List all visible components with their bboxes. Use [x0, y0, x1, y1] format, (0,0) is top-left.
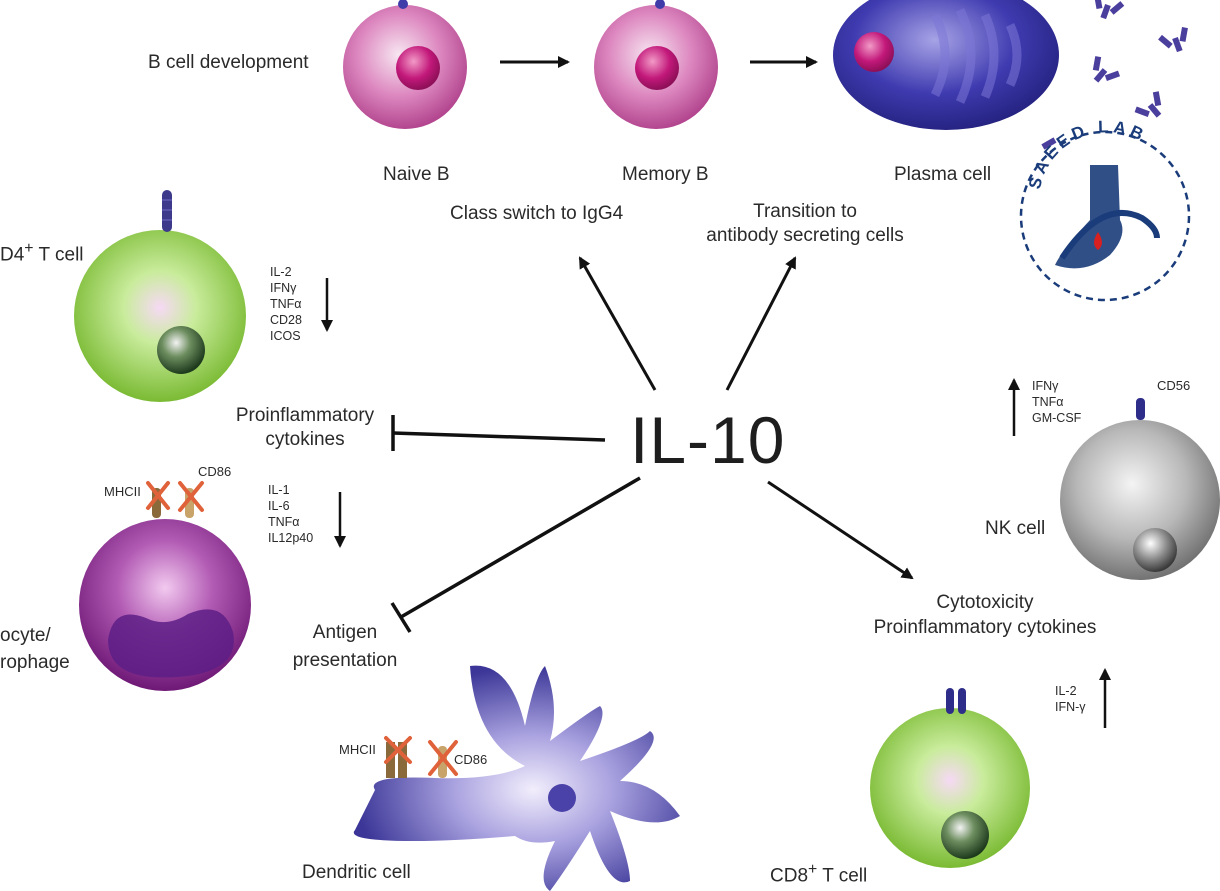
- nk-cytokine-item: GM-CSF: [1032, 411, 1082, 425]
- macrophage-cytokine-item: IL12p40: [268, 531, 314, 545]
- cd4-cytokine-item: IL-2: [270, 265, 292, 279]
- cd8-t-cell: [870, 688, 1030, 868]
- nk-cytokine-item: IFNγ: [1032, 379, 1059, 393]
- macrophage-label-line-1: ocyte/: [0, 625, 51, 646]
- proinflammatory-line-1: Proinflammatory: [235, 405, 375, 426]
- arrow-to-cytotoxicity: [767, 480, 914, 580]
- transition-line-1: Transition to: [753, 201, 857, 222]
- inhibit-antigen-presentation: [390, 476, 641, 633]
- dendritic-cell-label: Dendritic cell: [302, 862, 411, 883]
- arrow-to-transition: [725, 256, 797, 391]
- class-switch-label: Class switch to IgG4: [450, 203, 624, 224]
- il10-center-label: IL-10: [630, 403, 786, 477]
- memory-b-label: Memory B: [622, 164, 709, 185]
- naive-b-cell: [343, 0, 467, 129]
- antigen-line-2: presentation: [292, 650, 398, 671]
- proinflammatory-label: Proinflammatory cytokines: [225, 404, 385, 452]
- arrow-to-class-switch: [578, 256, 657, 391]
- plasma-cell: [833, 0, 1059, 130]
- cd4-label-suffix: T cell: [33, 244, 84, 266]
- nk-cell-label: NK cell: [985, 518, 1046, 539]
- transition-label: Transition to antibody secreting cells: [695, 200, 915, 248]
- cd4-cytokine-list: IL-2 IFNγ TNFα CD28 ICOS: [270, 264, 302, 344]
- macrophage-cytokine-item: IL-1: [268, 483, 290, 497]
- inhibit-proinflammatory: [391, 415, 606, 451]
- cd8-cytokine-list: IL-2 IFN-γ: [1055, 683, 1086, 715]
- cd4-label-sup: +: [24, 240, 34, 257]
- nk-cytokine-item: TNFα: [1032, 395, 1064, 409]
- antigen-presentation-label: Antigen presentation: [285, 619, 405, 675]
- macrophage-label-line-2: rophage: [0, 652, 70, 673]
- cd4-cytokine-item: IFNγ: [270, 281, 297, 295]
- antibodies: [1041, 0, 1188, 150]
- cd4-t-cell: [74, 190, 246, 402]
- proinflammatory-line-2: cytokines: [265, 429, 345, 450]
- cd4-label-prefix: D4: [0, 244, 25, 266]
- cd8-cytokine-item: IFN-γ: [1055, 700, 1086, 714]
- dendritic-marker-mhcii: MHCII: [339, 742, 376, 757]
- cd8-cytokine-item: IL-2: [1055, 684, 1077, 698]
- cd4-cytokine-item: ICOS: [270, 329, 301, 343]
- cd8-label-suffix: T cell: [817, 865, 868, 887]
- nk-marker-cd56: CD56: [1157, 378, 1191, 393]
- plasma-cell-label: Plasma cell: [894, 164, 992, 185]
- saeed-lab-logo: SAEED LAB: [1017, 117, 1193, 304]
- macrophage-marker-mhcii: MHCII: [104, 484, 141, 499]
- cd8-t-cell-label: CD8+ T cell: [770, 858, 867, 888]
- memory-b-cell: [594, 0, 718, 129]
- cd4-t-cell-label: D4+ T cell: [0, 237, 84, 267]
- dendritic-cell: [353, 665, 680, 891]
- transition-line-2: antibody secreting cells: [706, 225, 904, 246]
- nk-cytokine-list: IFNγ TNFα GM-CSF: [1032, 378, 1081, 426]
- macrophage-cytokine-list: IL-1 IL-6 TNFα IL12p40: [268, 482, 313, 546]
- nk-cell: [1060, 398, 1220, 580]
- macrophage-cytokine-item: IL-6: [268, 499, 290, 513]
- cd8-label-sup: +: [808, 861, 818, 878]
- cytotoxicity-label: Cytotoxicity Proinflammatory cytokines: [855, 590, 1115, 640]
- macrophage-cytokine-item: TNFα: [268, 515, 300, 529]
- cd4-cytokine-item: CD28: [270, 313, 302, 327]
- cytotoxicity-line-2: Proinflammatory cytokines: [873, 617, 1097, 638]
- macrophage-marker-cd86: CD86: [198, 464, 232, 479]
- macrophage-label: ocyte/ rophage: [0, 622, 70, 676]
- cd8-label-prefix: CD8: [770, 865, 809, 887]
- b-cell-development-label: B cell development: [148, 52, 309, 73]
- cd4-cytokine-item: TNFα: [270, 297, 302, 311]
- naive-b-label: Naive B: [383, 164, 450, 185]
- dendritic-marker-cd86: CD86: [454, 752, 488, 767]
- antigen-line-1: Antigen: [312, 622, 378, 643]
- cytotoxicity-line-1: Cytotoxicity: [936, 592, 1034, 613]
- macrophage-cell: [79, 481, 251, 691]
